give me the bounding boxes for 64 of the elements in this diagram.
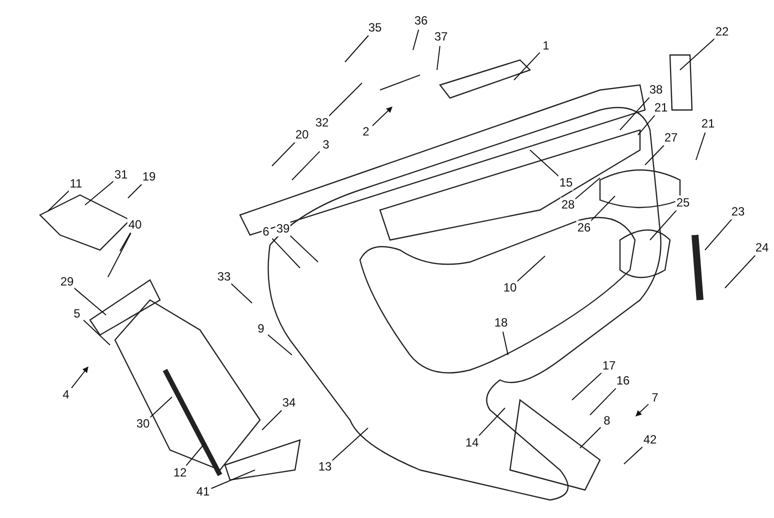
leader-line [436, 45, 440, 70]
leader-line [230, 282, 252, 304]
callout-number: 17 [601, 358, 617, 374]
leader-line [624, 446, 644, 464]
leader-line [650, 209, 678, 240]
leader-line [514, 52, 540, 80]
leader-line [580, 426, 602, 448]
leader-line [478, 408, 506, 437]
leader-line [644, 144, 666, 166]
leader-line [272, 238, 300, 268]
callout-number: 34 [281, 396, 297, 410]
leader-line [267, 334, 292, 356]
leader-line [530, 150, 560, 178]
callout-number: 19 [141, 170, 157, 184]
callout-number: 25 [675, 196, 691, 210]
leader-line [696, 132, 706, 160]
leader-line [680, 38, 716, 70]
leader-line [502, 331, 508, 356]
callout-number: 38 [648, 82, 664, 98]
leader-line [344, 34, 370, 62]
leader-line [620, 96, 650, 130]
leader-line [120, 232, 131, 252]
callout-number: 29 [59, 274, 75, 290]
callout-number: 33 [216, 270, 232, 284]
leader-line [590, 196, 616, 222]
leader-line [724, 254, 756, 288]
leader-line [331, 428, 368, 462]
callout-number: 42 [642, 432, 658, 448]
leader-line [704, 218, 733, 250]
leader-line [292, 150, 320, 180]
leader-line [73, 287, 106, 316]
leader-line [636, 404, 649, 416]
leader-line [128, 182, 144, 198]
leader-line [572, 372, 603, 400]
callout-number: 22 [714, 24, 730, 40]
leader-line [412, 29, 420, 50]
callout-number: 15 [558, 176, 574, 190]
leader-line [328, 82, 362, 118]
leader-line [574, 178, 600, 200]
leader-line [262, 408, 284, 430]
leader-line [185, 442, 206, 467]
callout-number: 16 [615, 374, 631, 388]
callout-number: 31 [113, 168, 129, 182]
leader-line [149, 396, 172, 418]
callout-number: 23 [730, 204, 746, 220]
callout-number: 35 [367, 20, 383, 36]
leader-line [590, 386, 618, 416]
leader-line [638, 114, 656, 136]
callout-number: 39 [275, 222, 291, 236]
callout-number: 21 [653, 100, 669, 116]
leader-line [48, 190, 70, 212]
leader-line [210, 470, 256, 489]
leader-line [108, 232, 132, 278]
callout-number: 27 [663, 130, 679, 146]
leader-line [372, 106, 392, 126]
leader-line [71, 366, 88, 388]
leader-line [272, 140, 296, 166]
callout-number: 11 [68, 176, 84, 192]
leader-line [516, 256, 546, 282]
callout-number: 20 [294, 128, 310, 142]
leader-line [289, 234, 318, 262]
callout-number: 24 [754, 240, 770, 256]
leader-line [84, 180, 115, 206]
leader-line [83, 320, 110, 346]
